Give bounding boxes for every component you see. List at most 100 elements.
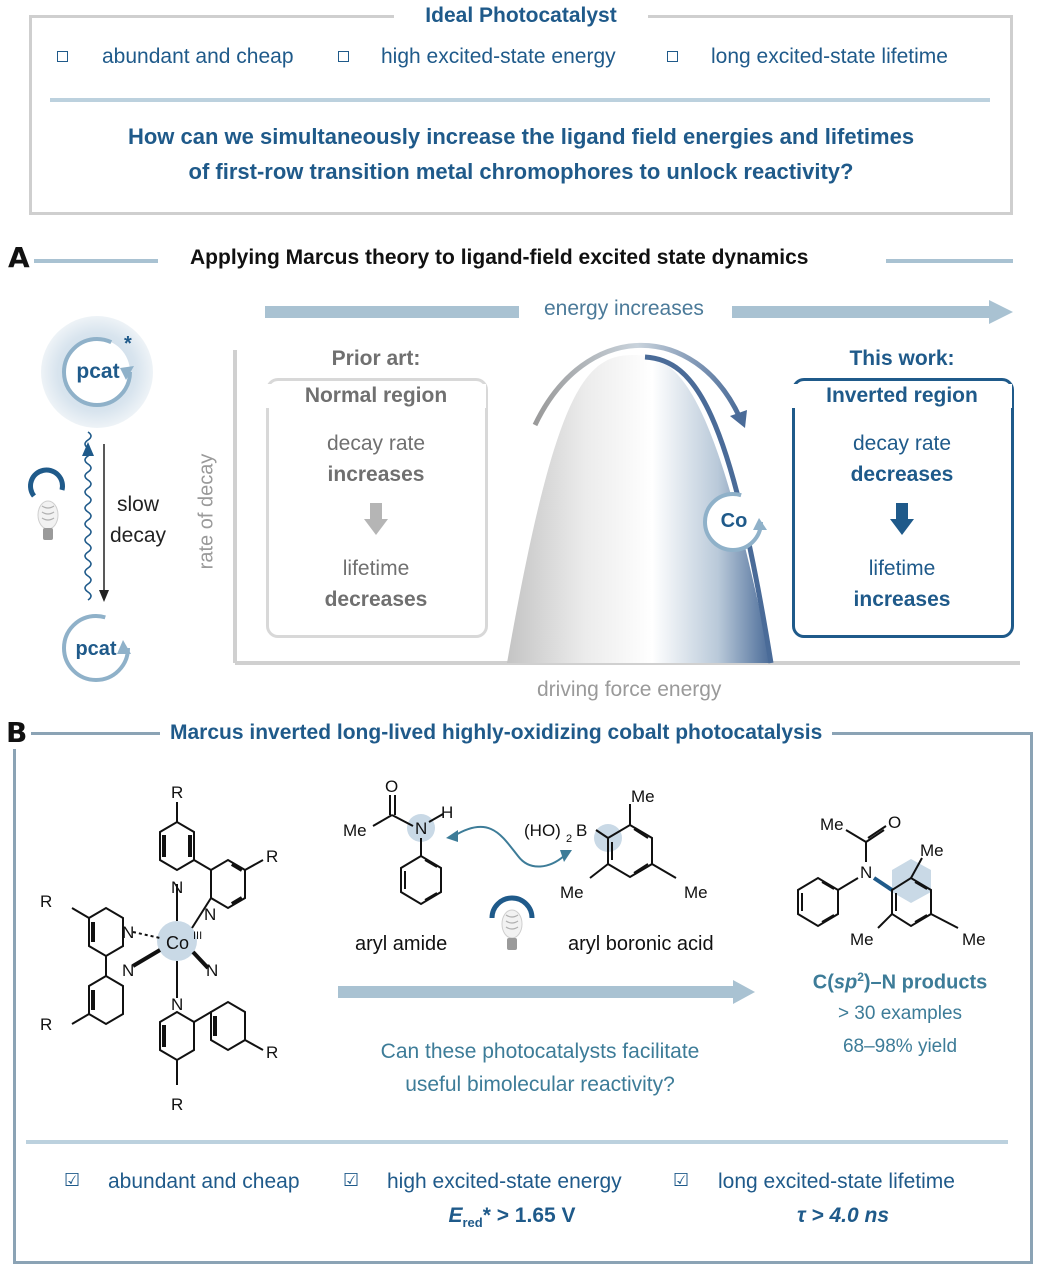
- aryl-amide-label: aryl amide: [355, 933, 448, 955]
- this-box: [792, 378, 1014, 638]
- ideal-checkbox-3: [667, 51, 678, 62]
- energy-label: energy increases: [544, 297, 704, 320]
- prior-box: [266, 378, 488, 638]
- svg-text:III: III: [193, 930, 202, 942]
- b-question-1: Can these photocatalysts facilitate: [380, 1040, 700, 1063]
- svg-text:N: N: [171, 995, 183, 1014]
- this-line-2: decreases: [850, 463, 954, 486]
- svg-text:Me: Me: [631, 787, 655, 806]
- svg-text:N: N: [122, 961, 134, 980]
- section-a-letter: A: [8, 241, 30, 274]
- y-axis-label: rate of decay: [195, 453, 218, 570]
- energy-arrow-right: [732, 306, 990, 318]
- prior-region: Normal region: [266, 384, 486, 408]
- section-a-title: Applying Marcus theory to ligand-field e…: [190, 246, 809, 269]
- svg-text:N: N: [860, 863, 872, 882]
- svg-text:N: N: [415, 819, 427, 838]
- reaction-arrowhead: [733, 980, 755, 1004]
- ideal-title: Ideal Photocatalyst: [394, 4, 648, 28]
- prior-line-1: decay rate: [326, 432, 426, 455]
- prior-line-3: lifetime: [342, 557, 410, 580]
- marcus-parabola: [507, 355, 771, 663]
- svg-text:2: 2: [566, 833, 572, 845]
- aryl-boronic-acid-label: aryl boronic acid: [568, 933, 714, 955]
- energy-arrow-left: [265, 306, 519, 318]
- lightbulb-icon-b: [489, 895, 535, 950]
- pcat-top-label: pcat: [76, 360, 120, 383]
- svg-text:R: R: [40, 1015, 52, 1034]
- svg-text:Me: Me: [820, 815, 844, 834]
- products-title: C(sp2)–N products: [812, 970, 988, 994]
- tau-value: τ > 4.0 ns: [796, 1204, 890, 1227]
- pcat-top-star: *: [124, 333, 132, 355]
- bottom-item-2: high excited-state energy: [387, 1170, 622, 1193]
- ideal-item-2: high excited-state energy: [381, 45, 616, 68]
- energy-curve-arrow: [532, 342, 743, 427]
- marcus-plot: [233, 342, 1020, 665]
- check-icon-2: ☑: [343, 1170, 360, 1190]
- reaction-arrow: [338, 986, 734, 998]
- ideal-question-1: How can we simultaneously increase the l…: [127, 124, 915, 149]
- prior-down-arrow: [364, 503, 388, 535]
- section-b-title: Marcus inverted long-lived highly-oxidiz…: [160, 721, 833, 745]
- prior-line-2: increases: [327, 463, 425, 486]
- ideal-item-3: long excited-state lifetime: [711, 45, 948, 68]
- svg-text:H: H: [441, 803, 453, 822]
- this-down-arrow: [890, 503, 914, 535]
- svg-text:N: N: [206, 961, 218, 980]
- x-axis-label: driving force energy: [537, 678, 722, 701]
- svg-text:Me: Me: [343, 821, 367, 840]
- bottom-item-3: long excited-state lifetime: [718, 1170, 955, 1193]
- svg-text:Me: Me: [560, 883, 584, 902]
- svg-text:Me: Me: [920, 841, 944, 860]
- svg-text:R: R: [171, 1095, 183, 1114]
- svg-text:R: R: [40, 892, 52, 911]
- b-question-2: useful bimolecular reactivity?: [405, 1073, 675, 1096]
- svg-text:R: R: [171, 783, 183, 802]
- svg-text:R: R: [266, 1043, 278, 1062]
- aryl-boronic-acid-structure: (HO) 2 B Me Me Me: [524, 787, 708, 902]
- section-a-line-left: [34, 259, 158, 263]
- this-line-3: lifetime: [868, 557, 936, 580]
- aryl-amide-structure: O Me N H: [343, 777, 453, 906]
- ideal-checkbox-1: [57, 51, 68, 62]
- this-line-4: increases: [853, 588, 951, 611]
- complex-labels: R R R R R R N N N N N N Co III: [40, 783, 278, 1114]
- this-line-1: decay rate: [852, 432, 952, 455]
- svg-text:Me: Me: [684, 883, 708, 902]
- svg-text:Me: Me: [850, 930, 874, 949]
- ered-value: Ered* > 1.65 V: [448, 1204, 576, 1231]
- prior-line-4: decreases: [324, 588, 428, 611]
- check-icon-1: ☑: [64, 1170, 81, 1190]
- svg-text:Me: Me: [962, 930, 986, 949]
- svg-text:N: N: [171, 878, 183, 897]
- lightbulb-icon: [28, 467, 65, 498]
- ideal-item-1: abundant and cheap: [102, 45, 294, 68]
- svg-text:Co: Co: [166, 933, 189, 953]
- products-yield: 68–98% yield: [842, 1036, 958, 1057]
- excitation-wave: [84, 431, 92, 601]
- ideal-checkbox-2: [338, 51, 349, 62]
- energy-arrowhead: [989, 300, 1013, 324]
- svg-text:O: O: [888, 813, 901, 832]
- b-divider: [26, 1140, 1008, 1144]
- this-title: This work:: [849, 347, 955, 370]
- check-icon-3: ☑: [673, 1170, 690, 1190]
- pcat-cycle-diagram: [28, 316, 153, 682]
- coupling-arrow: [446, 825, 572, 868]
- cobalt-complex-structure: R R R R R R N N N N N N Co III: [40, 783, 278, 1114]
- prior-title: Prior art:: [331, 347, 421, 370]
- slow-label: slow: [117, 493, 160, 516]
- svg-text:B: B: [576, 821, 587, 840]
- pcat-bottom-label: pcat: [75, 638, 117, 660]
- section-b-letter: B: [6, 716, 32, 749]
- svg-text:N: N: [204, 905, 216, 924]
- products-examples: > 30 examples: [837, 1003, 963, 1024]
- svg-text:N: N: [122, 923, 134, 942]
- this-region: Inverted region: [792, 384, 1012, 408]
- svg-text:O: O: [385, 777, 398, 796]
- svg-text:R: R: [266, 847, 278, 866]
- ideal-divider: [50, 98, 990, 102]
- bottom-item-1: abundant and cheap: [108, 1170, 300, 1193]
- section-a-line-right: [886, 259, 1013, 263]
